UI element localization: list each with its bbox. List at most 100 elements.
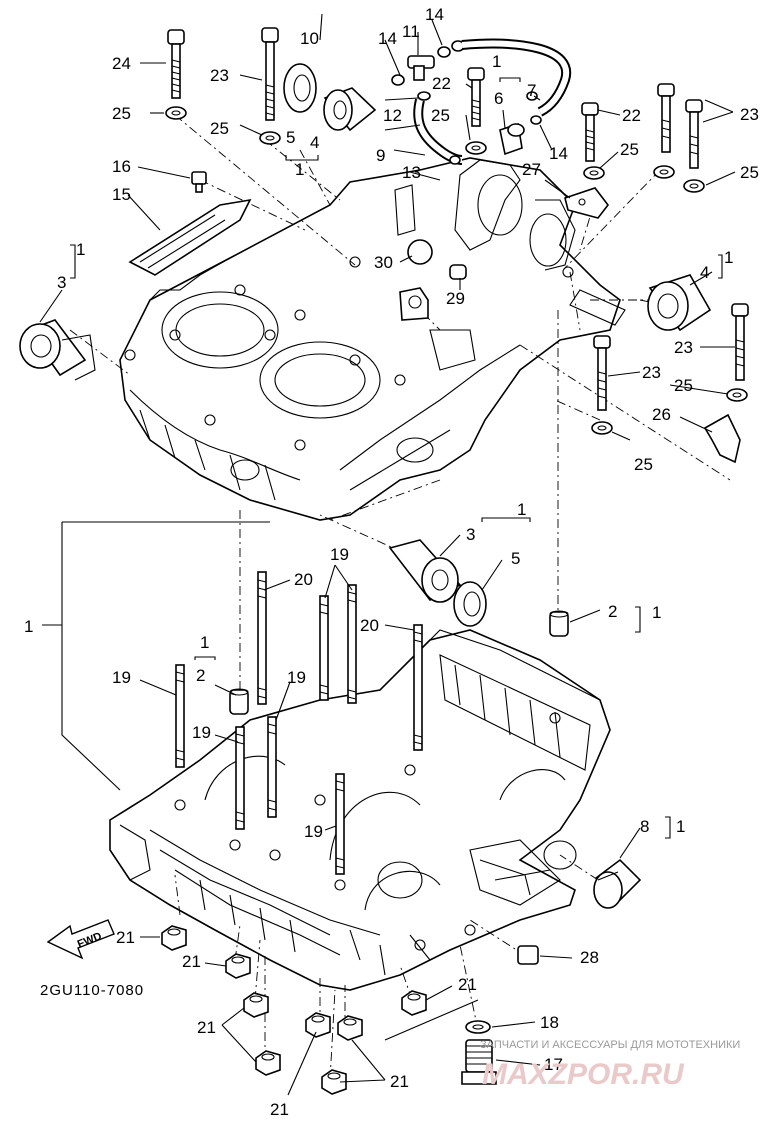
- callout-1: 1: [24, 617, 33, 636]
- nipple-6: [499, 122, 525, 156]
- callout-14: 14: [549, 144, 568, 163]
- bearing-8: [593, 858, 642, 909]
- washer-25-far-right: [726, 388, 748, 402]
- callout-1: 1: [492, 52, 501, 71]
- studs-19-20: [175, 571, 423, 875]
- watermark-line1: ЗАПЧАСТИ И АКСЕССУАРЫ ДЛЯ МОТОТЕХНИКИ: [480, 1039, 740, 1051]
- callout-6: 6: [494, 89, 503, 108]
- callout-25: 25: [634, 455, 653, 474]
- callout-19: 19: [304, 822, 323, 841]
- block-13: [399, 287, 429, 321]
- callout-25: 25: [112, 104, 131, 123]
- callout-4: 4: [700, 263, 709, 282]
- bolts-23-upper-right: [657, 83, 703, 169]
- plug-29: [449, 264, 467, 280]
- bearing-4-right: [647, 274, 712, 332]
- callout-20: 20: [360, 616, 379, 635]
- watermark: ЗАПЧАСТИ И АКСЕССУАРЫ ДЛЯ МОТОТЕХНИКИ MA…: [480, 1039, 740, 1091]
- bolt-23-right: [731, 303, 749, 381]
- bolt-16: [191, 171, 207, 193]
- callout-23: 23: [210, 66, 229, 85]
- hose-7: [461, 38, 572, 125]
- callout-7: 7: [527, 81, 536, 100]
- callout-17: 17: [544, 1055, 563, 1074]
- callout-21: 21: [182, 952, 201, 971]
- callout-25: 25: [620, 140, 639, 159]
- callout-25: 25: [431, 106, 450, 125]
- callout-19: 19: [330, 545, 349, 564]
- callout-1: 1: [200, 633, 209, 652]
- bracket-27: [564, 187, 610, 219]
- callout-12: 12: [383, 106, 402, 125]
- callout-22: 22: [622, 106, 641, 125]
- callout-28: 28: [580, 948, 599, 967]
- callout-21: 21: [116, 928, 135, 947]
- callout-8: 8: [640, 817, 649, 836]
- callout-30: 30: [374, 253, 393, 272]
- washers-25-upper-right: [653, 165, 705, 193]
- callout-1: 1: [76, 240, 85, 259]
- bearing-4-upper: [323, 87, 377, 132]
- callout-4: 4: [310, 133, 319, 152]
- plug-28: [517, 945, 539, 965]
- callout-2: 2: [608, 602, 617, 621]
- nuts-21: [161, 925, 427, 1095]
- callout-25: 25: [210, 119, 229, 138]
- callout-24: 24: [112, 54, 131, 73]
- callout-3: 3: [466, 525, 475, 544]
- callout-25: 25: [740, 163, 759, 182]
- hose-9: [413, 91, 463, 165]
- bearing-3-mid: [388, 539, 462, 603]
- callout-13: 13: [402, 163, 421, 182]
- callout-labels: 24 23 25 25 5 4 1 10 14 11 14 22 1 7 6 1…: [24, 5, 759, 1119]
- diagram-code: 2GU110-7080: [40, 982, 144, 999]
- callout-19: 19: [112, 668, 131, 687]
- lower-crankcase: [109, 629, 611, 991]
- bolt-23-upper-left: [261, 27, 279, 121]
- callout-9: 9: [376, 146, 385, 165]
- washer-25-upper-left: [259, 131, 281, 145]
- bolt-24: [167, 29, 185, 99]
- fitting-11: [391, 40, 465, 86]
- oil-seal-5-mid: [453, 581, 487, 627]
- callout-1: 1: [295, 160, 304, 179]
- fwd-arrow-icon: FWD: [46, 919, 115, 960]
- callout-25: 25: [674, 376, 693, 395]
- watermark-line2: MAXZPOR.RU: [482, 1058, 685, 1091]
- bearing-3-left: [19, 319, 96, 381]
- callout-5: 5: [286, 128, 295, 147]
- washer-25-center: [465, 141, 487, 155]
- clip-26: [703, 413, 741, 464]
- callout-22: 22: [432, 74, 451, 93]
- callout-14: 14: [425, 5, 444, 24]
- callout-27: 27: [522, 160, 541, 179]
- callout-20: 20: [294, 570, 313, 589]
- bolt-22-right: [581, 102, 599, 162]
- callout-21: 21: [458, 975, 477, 994]
- callout-29: 29: [446, 289, 465, 308]
- callout-1: 1: [517, 500, 526, 519]
- leader-lines: [39, 13, 736, 1096]
- bolt-22-center: [467, 67, 485, 127]
- callout-1: 1: [676, 817, 685, 836]
- callout-15: 15: [112, 185, 131, 204]
- callout-1: 1: [724, 248, 733, 267]
- callout-26: 26: [652, 405, 671, 424]
- callout-21: 21: [270, 1100, 289, 1119]
- upper-crankcase: [119, 157, 626, 521]
- callout-19: 19: [192, 723, 211, 742]
- callout-21: 21: [390, 1072, 409, 1091]
- callout-3: 3: [57, 273, 66, 292]
- drain-plug-17: [461, 1039, 497, 1085]
- callout-23: 23: [674, 338, 693, 357]
- washer-25-mid-right: [591, 421, 613, 435]
- callout-14: 14: [378, 29, 397, 48]
- callout-11: 11: [402, 22, 420, 41]
- callout-23: 23: [642, 363, 661, 382]
- washer-25-left: [165, 106, 187, 120]
- dowel-2-right: [549, 610, 569, 637]
- plug-30: [407, 239, 433, 265]
- oil-seal-5-upper: [283, 63, 317, 113]
